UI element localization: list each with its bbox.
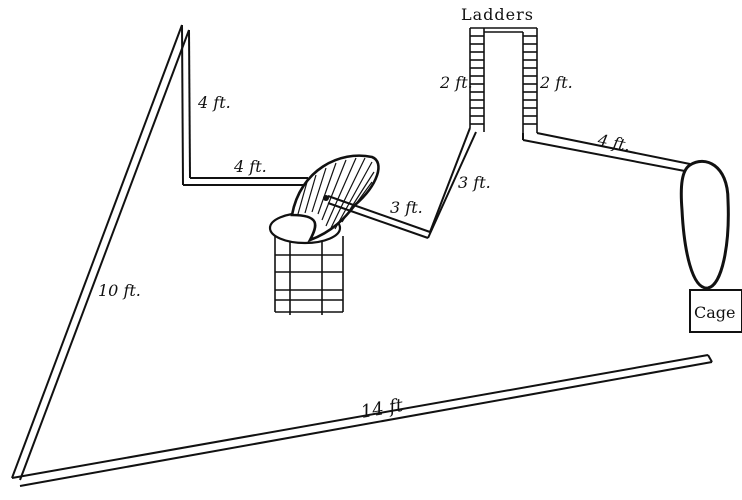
cage-label: Cage <box>694 303 736 322</box>
diagonal-upper-tube <box>427 127 477 239</box>
long-diagonal-length-label: 10 ft. <box>98 281 141 300</box>
diagonal-upper-length-label: 3 ft. <box>458 173 491 192</box>
long-diagonal-tube <box>11 24 190 481</box>
right-tube-length-label: 4 ft. <box>595 130 632 155</box>
feeding-bowl <box>268 154 380 245</box>
ladder-left <box>469 28 485 132</box>
left-vertical-length-label: 4 ft. <box>197 93 231 112</box>
right-tube <box>522 132 691 173</box>
cage-box <box>689 289 742 333</box>
ladder-right-length-label: 2 ft. <box>539 73 573 92</box>
ladder-top-bar <box>470 27 537 33</box>
left-horizontal-length-label: 4 ft. <box>233 157 267 176</box>
diagonal-lower-tube <box>327 195 431 239</box>
scaffold-tower <box>274 235 344 315</box>
left-horizontal-tube <box>183 177 308 186</box>
ladder-left-length-label: 2 ft. <box>439 73 473 92</box>
cage-pod <box>679 159 730 290</box>
bottom-tube <box>11 354 713 487</box>
diagonal-lower-length-label: 3 ft. <box>390 198 423 217</box>
ladders-label: Ladders <box>461 5 534 24</box>
ladder-right <box>522 28 538 133</box>
left-vertical-tube <box>181 24 191 186</box>
